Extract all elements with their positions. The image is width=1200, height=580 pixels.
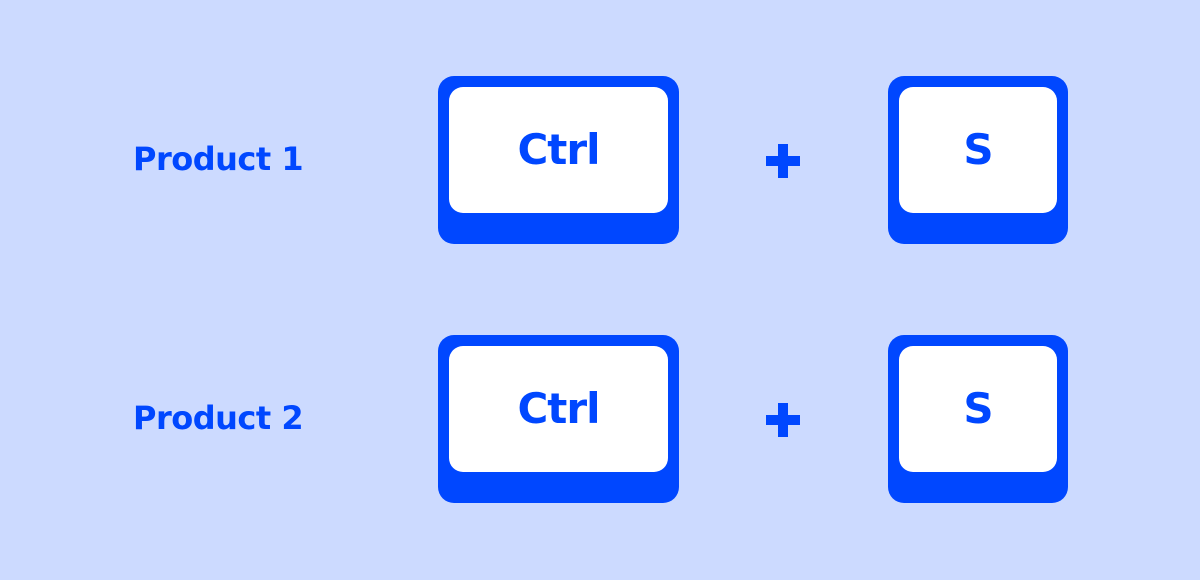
key-label: Ctrl	[517, 125, 600, 174]
plus-icon	[766, 403, 800, 437]
s-key: S	[888, 76, 1068, 244]
product-label: Product 2	[133, 399, 304, 437]
plus-icon	[766, 144, 800, 178]
key-label: S	[963, 384, 993, 433]
s-key: S	[888, 335, 1068, 503]
ctrl-key: Ctrl	[438, 76, 679, 244]
ctrl-key: Ctrl	[438, 335, 679, 503]
key-label: S	[963, 125, 993, 174]
product-label: Product 1	[133, 140, 304, 178]
key-label: Ctrl	[517, 384, 600, 433]
